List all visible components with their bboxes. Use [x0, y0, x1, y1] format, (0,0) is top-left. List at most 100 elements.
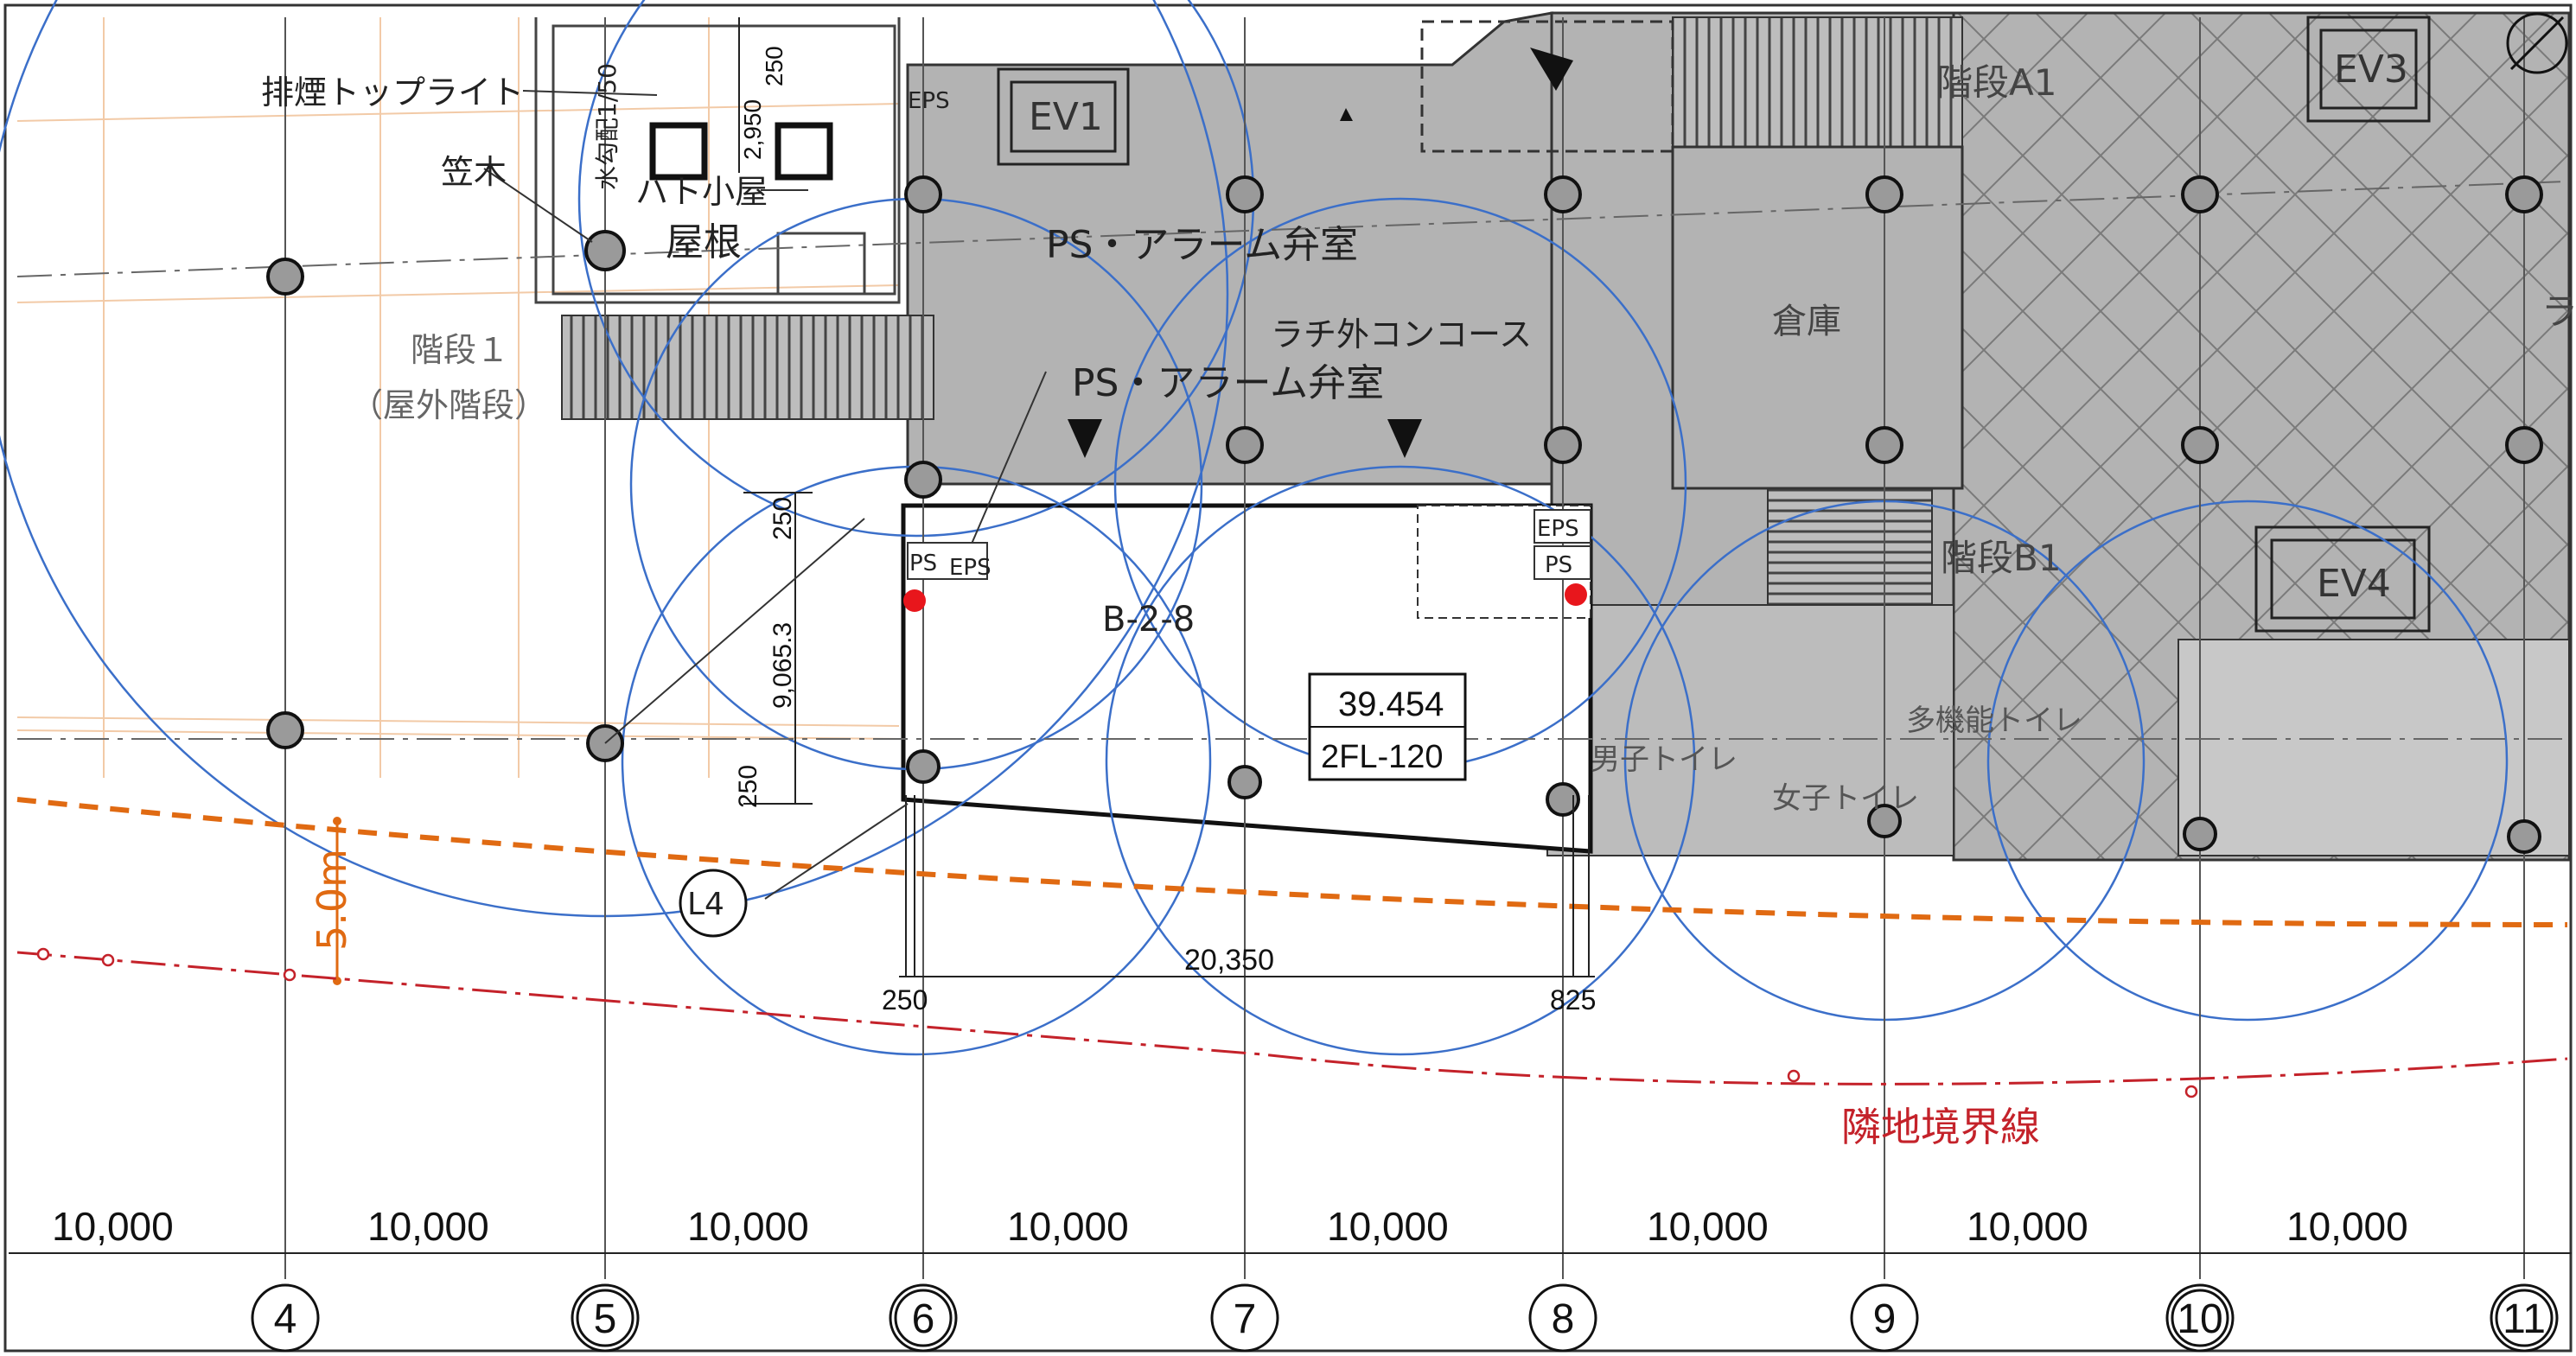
label-ev3: EV3: [2334, 48, 2408, 92]
label-roof: 屋根: [666, 220, 742, 264]
column-icon: [904, 461, 942, 499]
dim-20350: 20,350: [1184, 944, 1274, 977]
north-arrow-icon: [2506, 12, 2568, 74]
dim-250-v1: 250: [768, 497, 797, 540]
label-outside-concourse: ラチ外コンコース: [1271, 315, 1532, 353]
triangle-arrows: [1068, 48, 1573, 458]
label-ps-alarm-top: PS・アラーム弁室: [1046, 223, 1358, 267]
dim-2950: 2,950: [739, 99, 766, 160]
boundary-label: 隣地境界線: [1841, 1104, 2040, 1150]
column-icon: [906, 749, 940, 784]
toilet-multi: 多機能トイレ: [1906, 703, 2082, 738]
spacing-label: 10,000: [367, 1204, 489, 1249]
grid-axis-lines: [284, 17, 2525, 1279]
dashed-zone: [1420, 20, 1674, 153]
axis-6: 6: [912, 1296, 935, 1342]
grid-axis-numbers: 4 5 6 7 8 9 10 11: [274, 1296, 2546, 1342]
axis-11: 11: [2503, 1296, 2546, 1342]
area-value: 39.454: [1338, 685, 1444, 723]
toilet-men: 男子トイレ: [1591, 742, 1738, 777]
stair1-treads: [561, 315, 934, 420]
axis-4: 4: [274, 1296, 297, 1342]
label-smoke-toplight: 排煙トップライト: [261, 73, 524, 111]
triangle-arrow-icon: [1530, 48, 1573, 91]
column-markers: [266, 175, 2543, 854]
column-icon: [2505, 175, 2543, 213]
column-icon: [584, 230, 626, 271]
grid-horizontal-lines: [16, 181, 2568, 740]
triangle-arrow-icon: [1068, 419, 1102, 458]
leader-l4-bubble: [679, 869, 748, 938]
grid-axis-bubbles: [251, 1283, 2559, 1353]
column-icon: [1865, 175, 1903, 213]
leader-l4: L4: [687, 887, 724, 922]
column-icon: [1226, 426, 1264, 464]
column-icon: [1227, 765, 1262, 799]
column-icon: [1544, 426, 1582, 464]
dim-250-bottom: 250: [882, 984, 928, 1015]
column-icon: [2505, 426, 2543, 464]
axis-9: 9: [1873, 1296, 1897, 1342]
label-kasagi: 笠木: [441, 153, 507, 191]
setback-label: 5.0m: [309, 849, 355, 951]
toplight-2: [775, 122, 833, 181]
ev4-shaft: [2254, 525, 2431, 633]
label-stairA1: 階段A1: [1936, 61, 2056, 104]
column-icon: [2183, 817, 2217, 851]
column-icon: [1546, 782, 1580, 817]
ev1-shaft: [997, 67, 1130, 166]
label-water-slope: 水勾配1/50: [593, 63, 622, 190]
column-icon: [904, 175, 942, 213]
spacing-label: 10,000: [52, 1204, 174, 1249]
floor-code: 2FL-120: [1321, 739, 1444, 775]
spacing-label: 10,000: [2286, 1204, 2408, 1249]
elevator-shafts: [997, 16, 2431, 633]
label-ps-right: PS: [1545, 552, 1572, 578]
stairA1-treads: [1672, 16, 1963, 148]
setback-line: [16, 797, 2568, 927]
column-icon: [266, 711, 304, 749]
dim-825: 825: [1550, 984, 1596, 1015]
label-ev1: EV1: [1029, 95, 1103, 139]
ev3-shaft: [2306, 16, 2431, 123]
column-icon: [1226, 175, 1264, 213]
red-marker-icon: [1565, 583, 1587, 606]
dimension-lines: [738, 17, 1595, 977]
spacing-label: 10,000: [1647, 1204, 1769, 1249]
axis-8: 8: [1552, 1296, 1575, 1342]
stairB1-treads: [1767, 487, 1933, 606]
column-icon: [266, 258, 304, 296]
roof-area: [534, 17, 901, 304]
label-pigeon-house: ハト小屋: [635, 173, 768, 211]
label-ps-alarm-mid: PS・アラーム弁室: [1072, 361, 1384, 405]
grid-spacing-labels: 10,000 10,000 10,000 10,000 10,000 10,00…: [52, 1204, 2408, 1249]
spacing-label: 10,000: [1007, 1204, 1129, 1249]
spacing-label: 10,000: [1967, 1204, 2088, 1249]
axis-7: 7: [1234, 1296, 1257, 1342]
spacing-label: 10,000: [1327, 1204, 1449, 1249]
right-edge-char: ラ: [2541, 290, 2576, 333]
warehouse-room: [1671, 145, 1964, 490]
dim-250-top: 250: [761, 46, 787, 86]
column-icon: [1865, 426, 1903, 464]
label-warehouse: 倉庫: [1772, 302, 1841, 341]
label-stair1: 階段１: [411, 331, 509, 369]
sheet-border: [3, 3, 2573, 1353]
label-eps-left: EPS: [949, 555, 992, 581]
toplight-1: [649, 122, 708, 181]
column-icon: [1544, 175, 1582, 213]
triangle-arrow-icon: [1387, 419, 1422, 458]
room-id: B-2-8: [1102, 600, 1195, 640]
axis-5: 5: [594, 1296, 617, 1342]
label-ev4: EV4: [2317, 562, 2391, 606]
column-icon: [2181, 426, 2219, 464]
toilet-women: 女子トイレ: [1772, 781, 1919, 816]
axis-10: 10: [2177, 1296, 2222, 1342]
label-eps-top: EPS: [908, 88, 950, 114]
triangle-arrow-icon: [1340, 108, 1353, 121]
red-marker-icon: [903, 589, 926, 612]
label-eps-right: EPS: [1537, 516, 1579, 542]
label-stairB1: 階段B1: [1941, 537, 2062, 579]
column-icon: [1867, 804, 1902, 838]
